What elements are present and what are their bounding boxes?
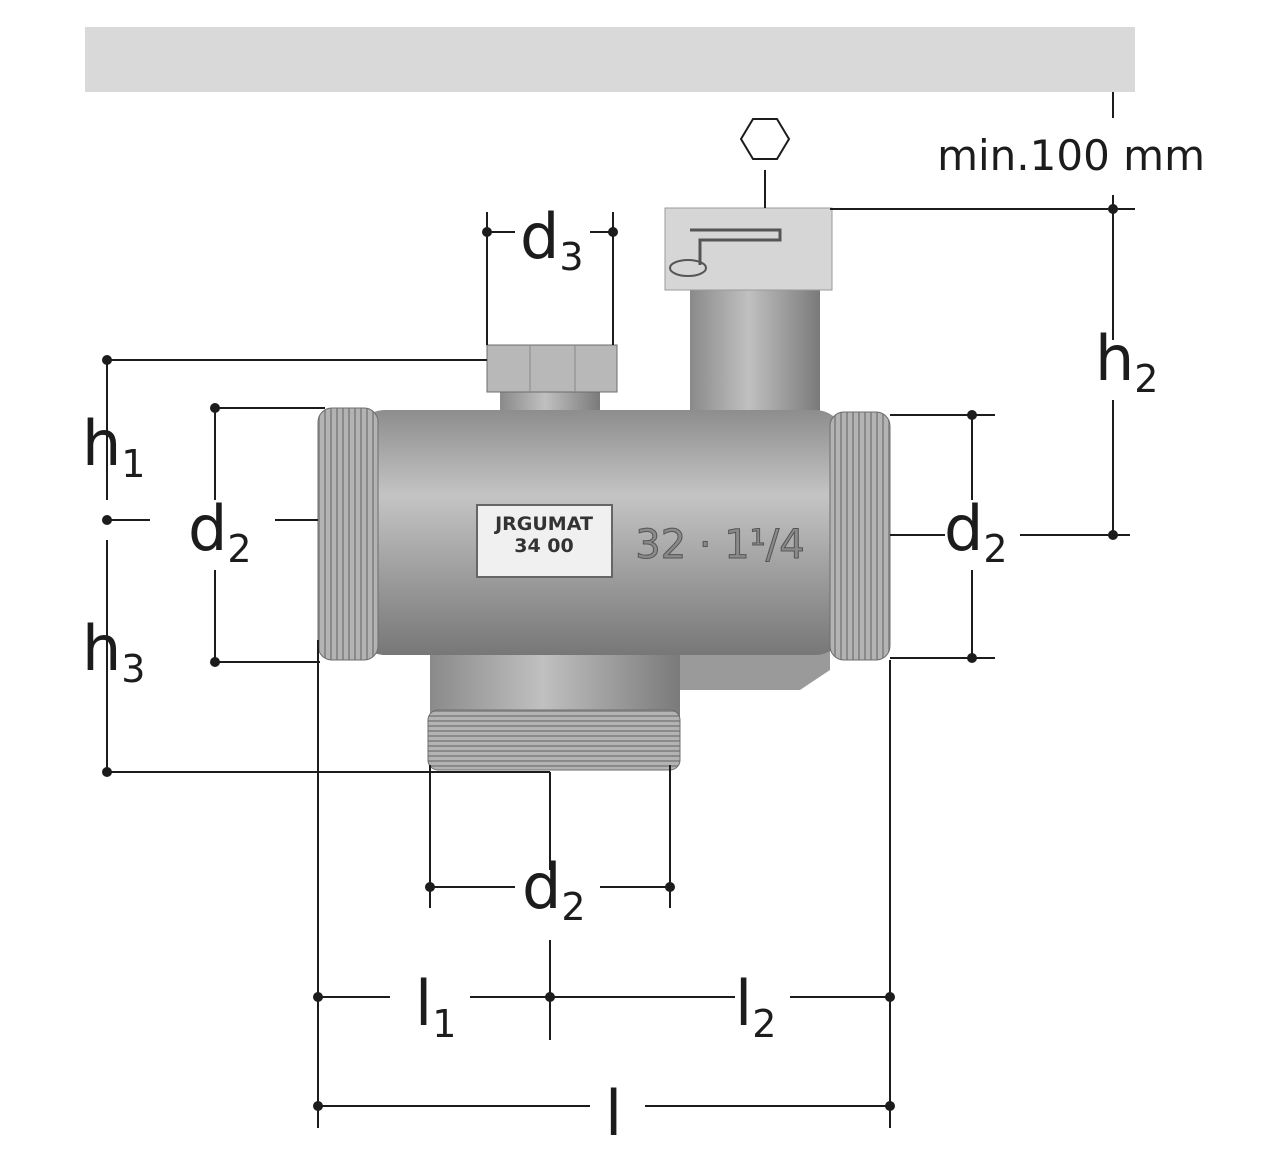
label-d2-bottom: d2 xyxy=(522,850,586,929)
label-l2: l2 xyxy=(735,967,776,1046)
left-thread xyxy=(317,407,379,661)
bottom-thread xyxy=(427,709,681,771)
casting-mark: 32 · 1¹/4 xyxy=(635,522,804,568)
plate-line-2: 34 00 xyxy=(514,535,574,557)
hex-key-icon xyxy=(739,118,791,160)
label-h1: h1 xyxy=(82,407,145,486)
hex-plug xyxy=(486,344,618,393)
label-d2-right: d2 xyxy=(944,492,1008,571)
plate-line-1: JRGUMAT xyxy=(493,513,593,535)
label-d2-left: d2 xyxy=(188,492,252,571)
label-h2: h2 xyxy=(1095,322,1158,401)
valve-body: JRGUMAT 34 00 32 · 1¹/4 xyxy=(317,207,891,771)
type-plate xyxy=(476,504,613,578)
dimension-lines xyxy=(106,92,1135,1128)
label-h3: h3 xyxy=(82,612,145,691)
label-l1: l1 xyxy=(415,967,456,1046)
clearance-label: min.100 mm xyxy=(937,131,1205,180)
dimension-dots xyxy=(102,204,1118,1111)
label-d3: d3 xyxy=(520,200,584,279)
right-thread xyxy=(829,411,891,661)
thermostat-cap xyxy=(664,207,833,291)
label-l: l xyxy=(605,1077,622,1150)
ceiling-bar xyxy=(85,27,1135,92)
